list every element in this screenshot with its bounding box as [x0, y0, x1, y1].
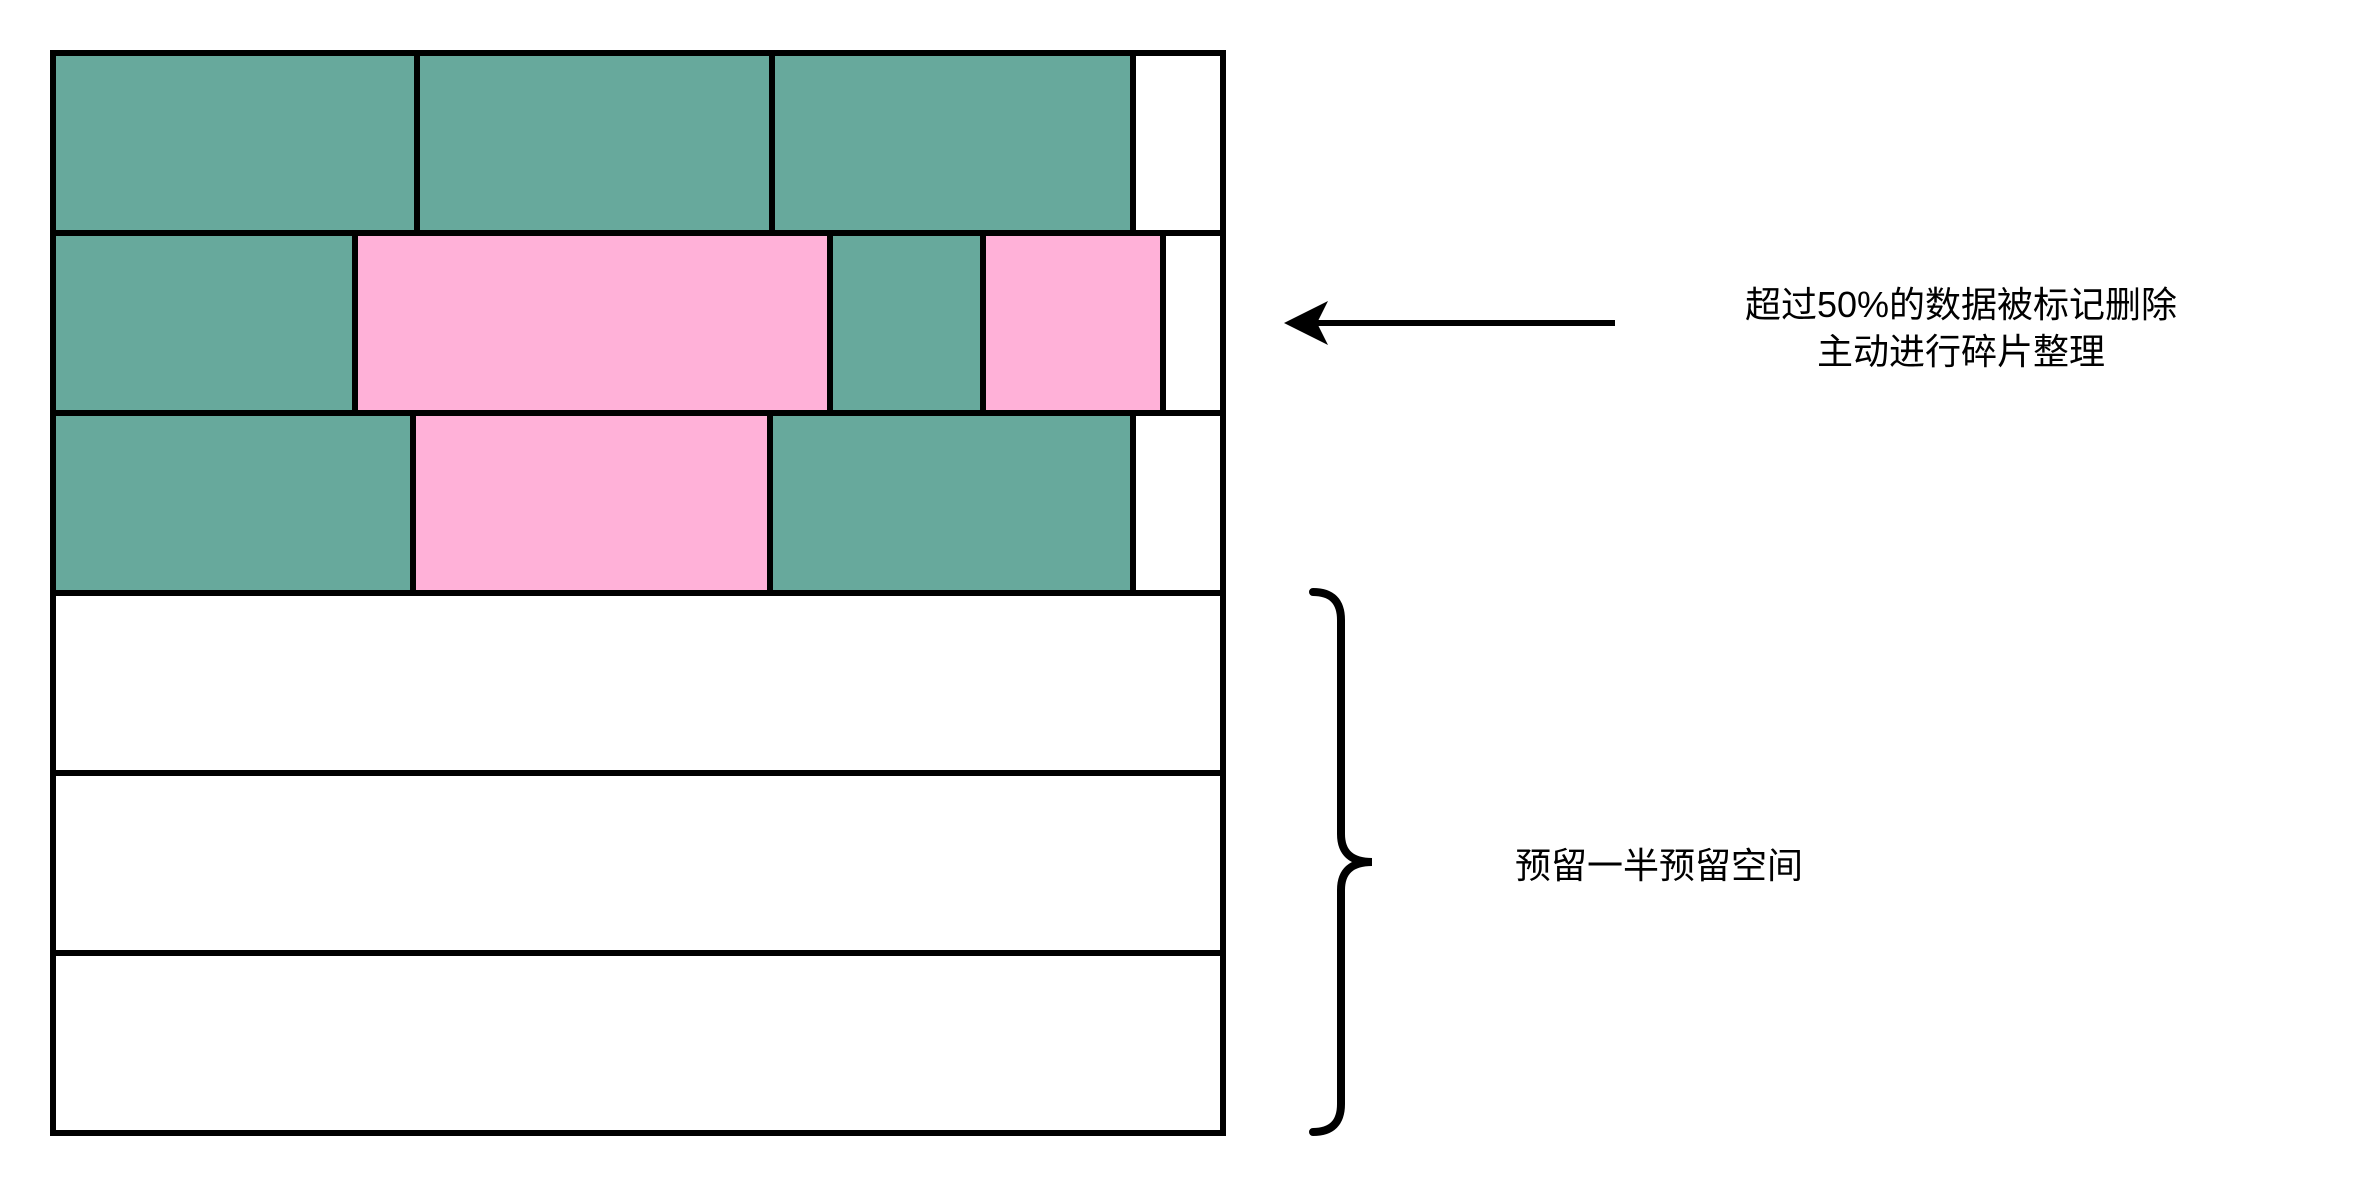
grid-cell-row-2-c4 — [980, 230, 1166, 416]
reserved-space-annotation: 预留一半预留空间 — [1458, 842, 1860, 889]
grid-cell-row-1-c2 — [414, 50, 775, 236]
grid-cell-row-1-c3 — [769, 50, 1136, 236]
grid-cell-row-1-c4 — [1130, 50, 1226, 236]
grid-cell-row-1-c1 — [50, 50, 420, 236]
reserved-space-annotation-text: 预留一半预留空间 — [1514, 845, 1803, 886]
grid-outer-border — [50, 50, 1226, 1136]
grid-cell-row-3-c4 — [1130, 410, 1226, 596]
grid-cell-row-2-c1 — [50, 230, 358, 416]
grid-cell-row-6-c1 — [50, 950, 1226, 1136]
arrow-head-icon — [1284, 301, 1328, 345]
grid-cell-row-2-c2 — [352, 230, 833, 416]
defrag-annotation-line1: 超过50%的数据被标记删除 — [1744, 284, 2178, 325]
defrag-arrow — [1284, 301, 1615, 345]
grid-cell-row-5-c1 — [50, 770, 1226, 956]
grid-cell-row-3-c2 — [410, 410, 773, 596]
defrag-annotation-line2: 主动进行碎片整理 — [1816, 331, 2105, 372]
defrag-annotation: 超过50%的数据被标记删除 主动进行碎片整理 — [1655, 281, 2267, 375]
grid-cell-row-2-c5 — [1160, 230, 1226, 416]
storage-grid — [50, 50, 1226, 1136]
grid-cell-row-2-c3 — [827, 230, 986, 416]
grid-cell-row-3-c3 — [767, 410, 1136, 596]
grid-cell-row-3-c1 — [50, 410, 416, 596]
curly-brace-icon — [1309, 588, 1373, 1136]
reserved-space-brace — [1309, 588, 1373, 1136]
grid-cell-row-4-c1 — [50, 590, 1226, 776]
